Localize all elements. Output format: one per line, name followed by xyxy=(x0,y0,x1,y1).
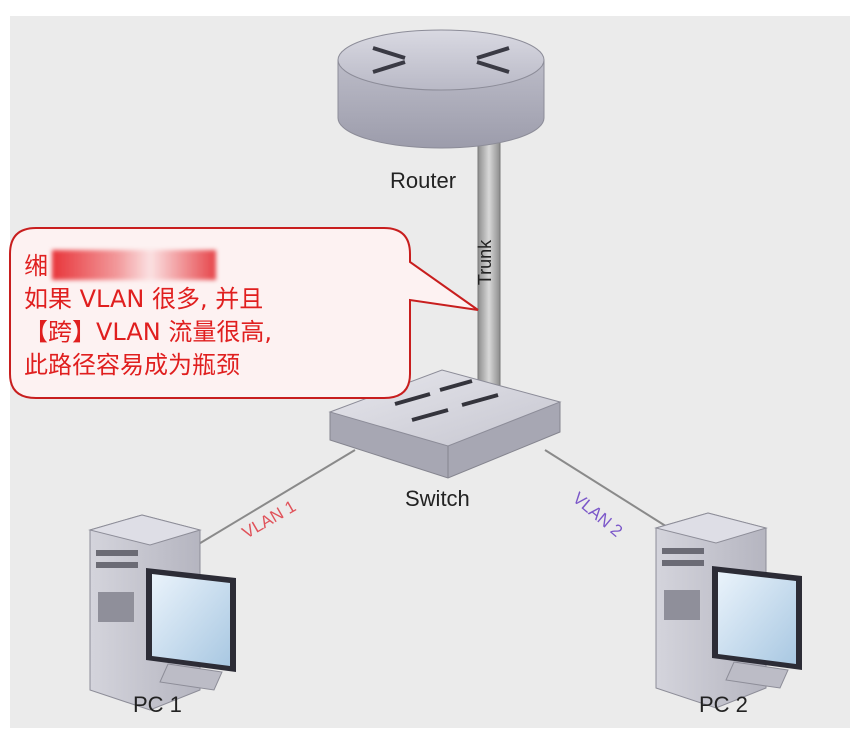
pc2-label: PC 2 xyxy=(699,692,748,717)
callout-line1: 缃 xyxy=(24,252,48,280)
redacted-blur xyxy=(52,250,216,280)
router-icon xyxy=(337,29,545,149)
pc2-icon xyxy=(654,512,802,709)
switch-icon xyxy=(328,369,562,479)
router-label: Router xyxy=(390,168,457,193)
callout-line2: 如果 VLAN 很多, 并且 xyxy=(24,285,264,313)
trunk-label: Trunk xyxy=(475,239,496,286)
vlan1-link xyxy=(191,449,356,549)
pc1-label: PC 1 xyxy=(133,692,182,717)
callout-line4: 此路径容易成为瓶颈 xyxy=(24,351,240,379)
switch-label: Switch xyxy=(405,486,470,511)
vlan2-link xyxy=(544,449,673,531)
callout-text: 缃 如果 VLAN 很多, 并且 【跨】VLAN 流量很高, 此路径容易成为瓶颈 xyxy=(24,250,272,382)
callout-line3: 【跨】VLAN 流量很高, xyxy=(24,318,272,346)
pc1-icon xyxy=(88,514,236,711)
